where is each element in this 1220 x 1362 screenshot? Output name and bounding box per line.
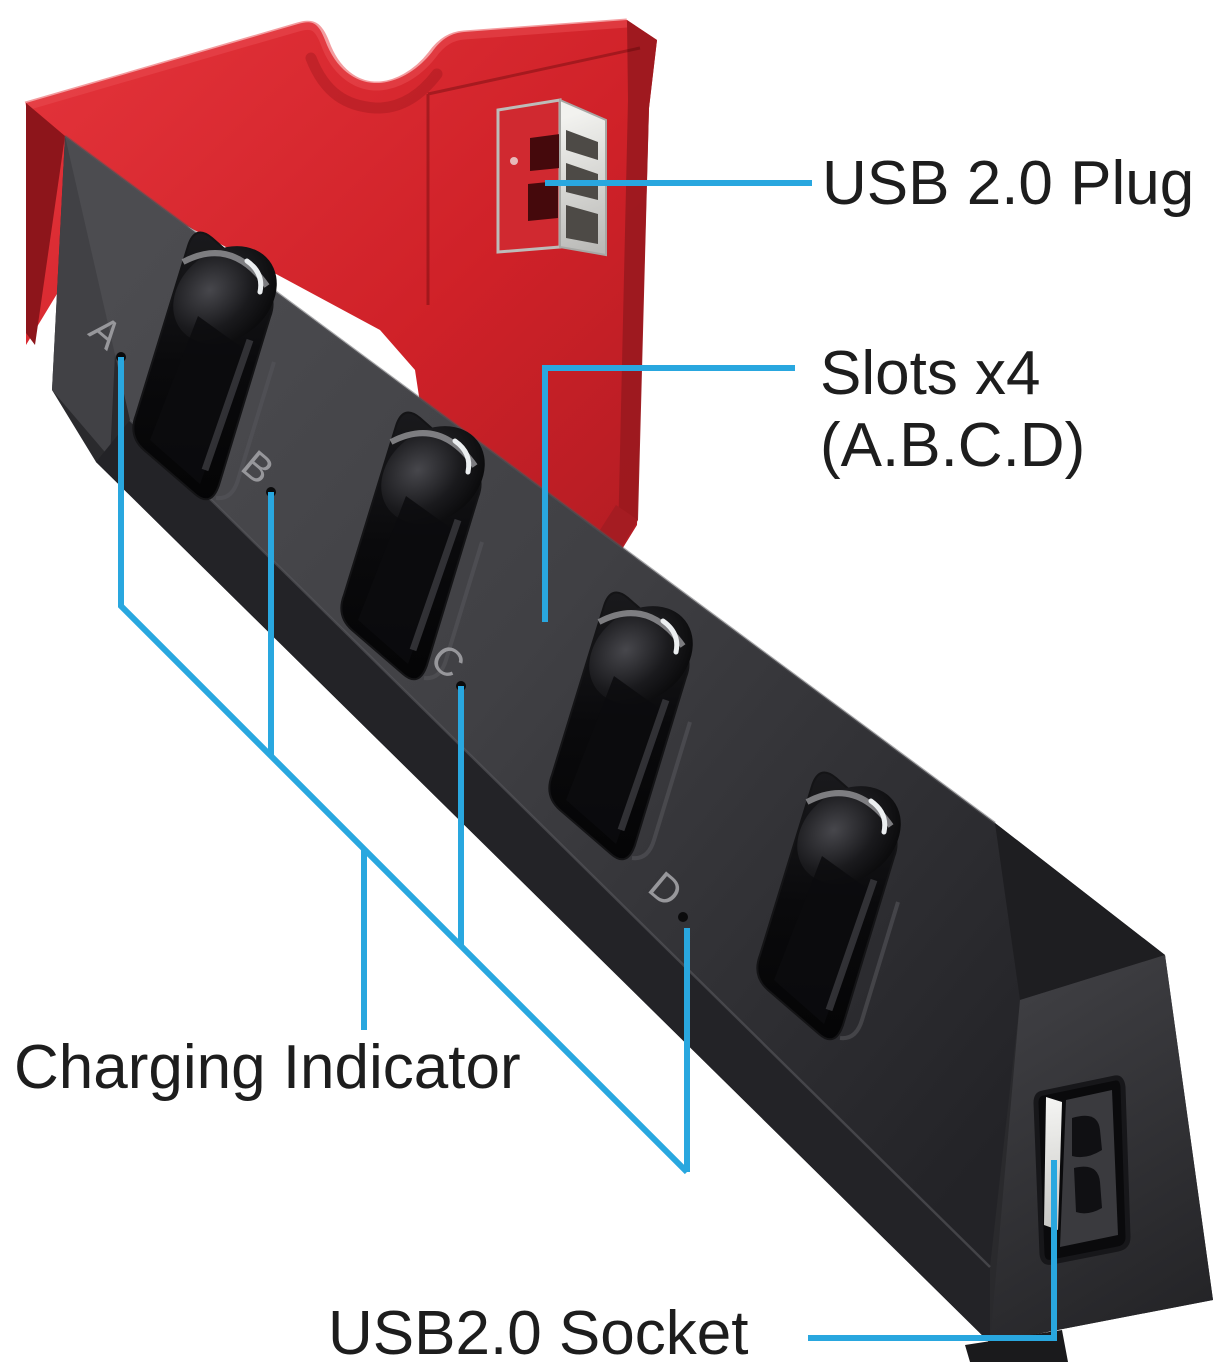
usb-plug-label: USB 2.0 Plug: [822, 149, 1195, 218]
led-indicator-d: [678, 912, 688, 922]
callout-line-charging: [118, 357, 690, 1175]
callout-lines: [118, 180, 1057, 1341]
red-plate-top-highlight: [24, 18, 628, 111]
socket-contact-lower: [1074, 1166, 1102, 1214]
bar-front-strip: [96, 420, 990, 1343]
slots-label: Slots x4 (A.B.C.D): [820, 338, 1085, 482]
usb-plug: [496, 98, 607, 257]
usb-plug-hole-top: [530, 134, 560, 171]
charging-indicator-label: Charging Indicator: [14, 1033, 521, 1102]
red-plate-inset-panel-line: [426, 46, 641, 305]
usb-socket: [965, 955, 1213, 1362]
usb-plug-dot: [510, 157, 518, 165]
red-plate-left-face: [26, 103, 65, 345]
usb-plug-contacts: [566, 130, 598, 244]
usb-plug-hole-bottom: [528, 181, 558, 221]
red-plate-right-edge: [618, 20, 657, 540]
usb-plug-red-face: [496, 98, 562, 254]
slots-label-line2: (A.B.C.D): [820, 410, 1086, 480]
socket-contact-upper: [1072, 1115, 1102, 1158]
callout-line-slots: [542, 365, 795, 622]
bar-right-side-face: [995, 823, 1165, 1000]
red-plate-notch-shadow: [305, 52, 443, 114]
usb-socket-label: USB2.0 Socket: [328, 1299, 749, 1362]
slots-label-line1: Slots x4: [820, 339, 1041, 408]
dock-bar: A B C D: [52, 134, 1213, 1362]
callout-line-socket: [808, 1160, 1057, 1341]
